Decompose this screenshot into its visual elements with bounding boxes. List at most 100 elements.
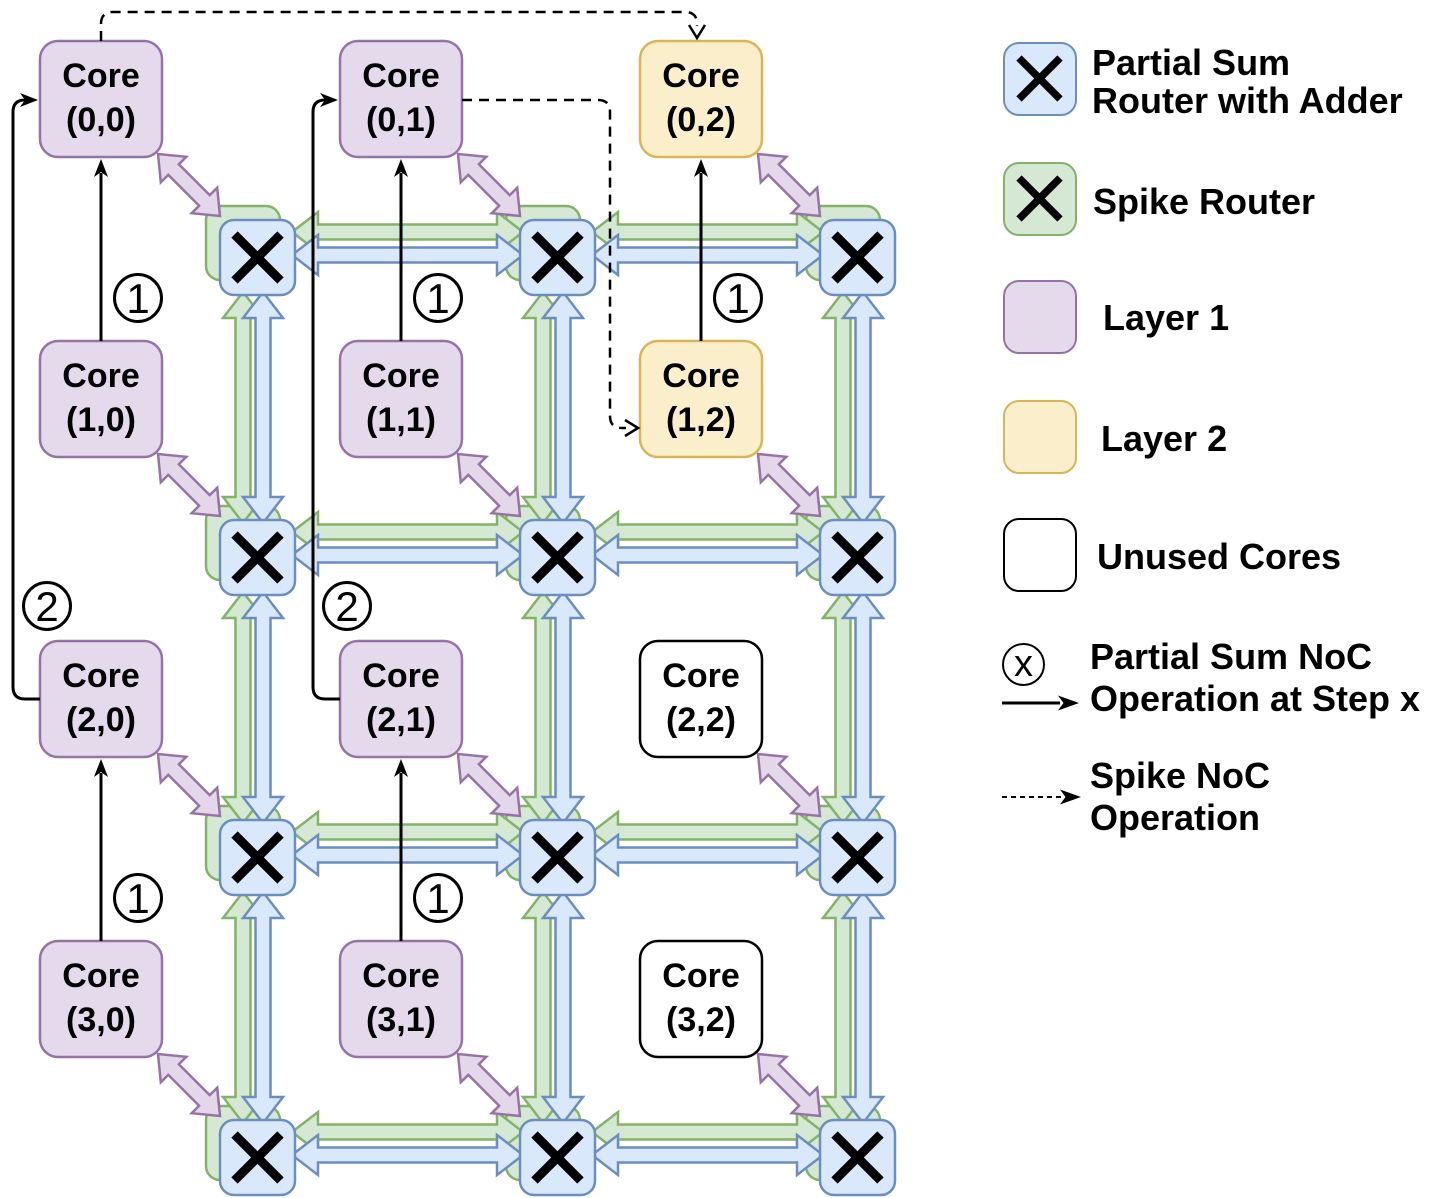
step-badge-2: [713, 273, 763, 323]
spike-noc-arrow-1: [462, 98, 626, 430]
router-x-icon: [531, 1131, 584, 1184]
legend-label-spike-router: Spike Router: [1093, 183, 1315, 221]
core-router-link-3-2: [756, 1052, 822, 1118]
core-router-link-3-0: [156, 1052, 222, 1118]
spike-noc-link-h-1-0: [289, 509, 526, 555]
core-router-link-3-1: [456, 1052, 522, 1118]
psum-noc-link-h-0-1: [589, 232, 826, 278]
spike-noc-link-h-3-0: [289, 1109, 526, 1155]
spike-noc-link-h-0-1: [589, 209, 826, 255]
psum-noc-link-h-1-1: [589, 532, 826, 578]
legend-label-partial-sum-router: Partial Sum Router with Adder: [1092, 44, 1403, 120]
core-0-1-layer1: Core(0,1): [338, 39, 464, 159]
router-x-icon: [231, 831, 284, 884]
dashed-arrow-icon: [1002, 789, 1081, 805]
psum-noc-link-h-0-0: [289, 232, 526, 278]
legend-text-line: Operation at Step x: [1090, 678, 1421, 719]
core-label: Core(1,0): [62, 357, 139, 439]
core-label: Core(2,1): [362, 657, 439, 739]
router-x-icon: [1016, 175, 1063, 222]
core-2-2-unused: Core(2,2): [638, 639, 764, 759]
core-label: Core(0,0): [62, 57, 139, 139]
psum-router-layer: [218, 218, 897, 1197]
step-badge-4-number: 1: [426, 875, 449, 922]
legend-text-line: Unused Cores: [1097, 536, 1342, 577]
core-router-link-1-0: [156, 452, 222, 518]
partial-sum-router-1-2: [818, 518, 897, 597]
core-1-2-layer2: Core(1,2): [638, 339, 764, 459]
psum-noc-link-h-3-0: [289, 1132, 526, 1178]
step-badge-4: [413, 873, 463, 923]
layer1-swatch: [1003, 280, 1077, 354]
core-label: Core(1,2): [662, 357, 739, 439]
core-2-1-layer1: Core(2,1): [338, 639, 464, 759]
legend-label-layer2: Layer 2: [1101, 420, 1227, 458]
core-label: Core(0,1): [362, 57, 439, 139]
layer2-swatch: [1003, 400, 1077, 474]
partial-sum-router-swatch: [1003, 42, 1077, 116]
router-x-icon: [531, 831, 584, 884]
partial-sum-router-0-1: [518, 218, 597, 297]
psum-step-arrow-2-6: [311, 98, 340, 701]
spike-noc-arrow-1-head: [624, 418, 641, 438]
core-router-link-2-1: [456, 752, 522, 818]
router-x-icon: [531, 531, 584, 584]
router-x-icon: [831, 831, 884, 884]
legend-text-line: Layer 2: [1101, 418, 1228, 459]
core-0-0-layer1: Core(0,0): [38, 39, 164, 159]
core-label: Core(1,1): [362, 357, 439, 439]
router-x-icon: [531, 231, 584, 284]
core-2-0-layer1: Core(2,0): [38, 639, 164, 759]
spike-noc-link-h-0-0: [289, 209, 526, 255]
router-x-icon: [831, 231, 884, 284]
core-router-link-0-0: [156, 152, 222, 218]
unused-cores-swatch: [1003, 518, 1077, 592]
psum-step-arrow-1-0-head: [94, 159, 108, 177]
partial-sum-router-2-0: [218, 818, 297, 897]
legend-label-layer1: Layer 1: [1103, 299, 1229, 337]
core-router-link-2-0: [156, 752, 222, 818]
legend-text-line: Operation: [1090, 797, 1261, 838]
partial-sum-router-1-0: [218, 518, 297, 597]
step-badge-0-number: 1: [126, 275, 149, 322]
psum-step-arrow-1-4-head: [394, 759, 408, 777]
step-badge-1-number: 1: [426, 275, 449, 322]
spike-noc-link-h-2-1: [589, 809, 826, 855]
step-badge-5-number: 2: [35, 583, 58, 630]
core-label: Core(3,0): [62, 957, 139, 1039]
psum-step-arrow-1-3-head: [94, 759, 108, 777]
partial-sum-router-3-2: [818, 1118, 897, 1197]
step-x-badge: x: [1002, 643, 1045, 686]
solid-arrow-icon: [1002, 695, 1079, 711]
step-badge-2-number: 1: [726, 275, 749, 322]
core-layer: Core(0,0)Core(0,1)Core(0,2)Core(1,0)Core…: [38, 39, 764, 1059]
router-x-icon: [831, 1131, 884, 1184]
core-router-link-layer: [156, 152, 822, 1118]
step-badge-0: [113, 273, 163, 323]
legend-text-line: Layer 1: [1103, 297, 1230, 338]
router-x-icon: [231, 231, 284, 284]
core-1-0-layer1: Core(1,0): [38, 339, 164, 459]
router-x-icon: [1016, 55, 1063, 102]
psum-step-arrow-2-5: [11, 98, 40, 701]
core-label: Core(3,2): [662, 957, 739, 1039]
psum-noc-link-h-3-1: [589, 1132, 826, 1178]
legend-text-line: Partial Sum NoC: [1090, 636, 1373, 677]
core-3-2-unused: Core(3,2): [638, 939, 764, 1059]
partial-sum-router-2-1: [518, 818, 597, 897]
partial-sum-router-3-1: [518, 1118, 597, 1197]
spike-noc-arrow-0: [99, 10, 699, 41]
core-label: Core(2,0): [62, 657, 139, 739]
partial-sum-router-1-1: [518, 518, 597, 597]
psum-noc-link-h-2-1: [589, 832, 826, 878]
spike-noc-link-h-1-1: [589, 509, 826, 555]
legend-text-line: Partial Sum: [1092, 42, 1291, 83]
step-badge-1: [413, 273, 463, 323]
psum-step-arrow-1-1-head: [394, 159, 408, 177]
partial-sum-router-2-2: [818, 818, 897, 897]
core-label: Core(2,2): [662, 657, 739, 739]
step-badge-3: [113, 873, 163, 923]
router-x-icon: [831, 531, 884, 584]
